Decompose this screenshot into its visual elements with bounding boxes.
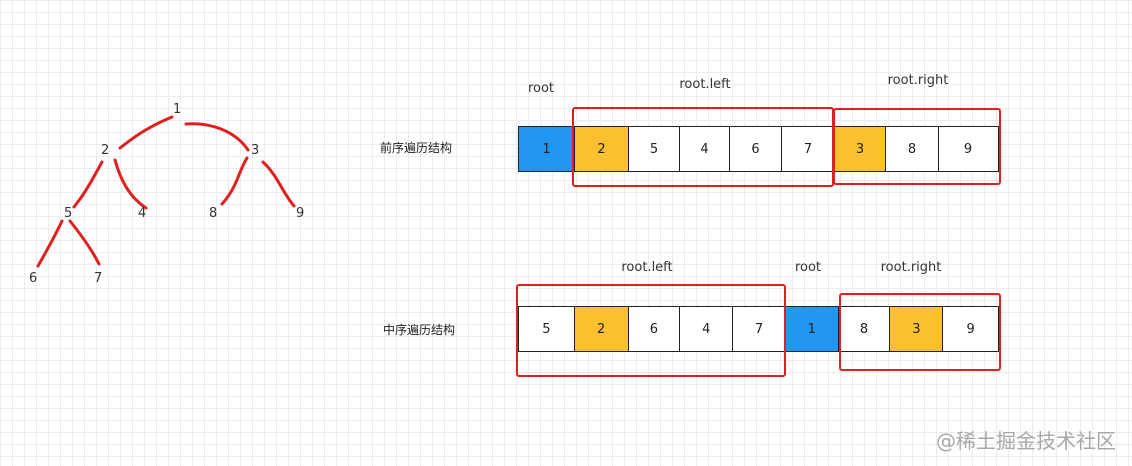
preorder-label: 前序遍历结构 <box>380 141 453 155</box>
inorder-right-label: root.right <box>880 260 942 275</box>
inorder-label: 中序遍历结构 <box>383 323 456 337</box>
tree-node: 7 <box>94 271 102 286</box>
inorder-left-highlight <box>516 284 786 377</box>
tree-node: 2 <box>101 143 109 158</box>
edge-1-2 <box>118 115 174 150</box>
watermark: @稀土掘金技术社区 <box>936 429 1116 453</box>
preorder-cell: 6 <box>729 127 781 171</box>
inorder-cell: 2 <box>573 307 628 351</box>
edge-1-3 <box>184 122 250 152</box>
edge-3-9 <box>261 160 296 208</box>
preorder-cell: 4 <box>679 127 729 171</box>
preorder-cell: 5 <box>628 127 679 171</box>
tree-node: 4 <box>138 206 146 221</box>
preorder-cell: 1 <box>519 127 574 171</box>
tree-node: 5 <box>64 206 72 221</box>
inorder-cell: 4 <box>679 307 733 351</box>
inorder-cell: 1 <box>784 307 838 351</box>
preorder-right-highlight <box>833 108 1001 185</box>
preorder-left-label: root.left <box>679 77 731 92</box>
inorder-cell: 8 <box>837 307 890 351</box>
inorder-cell: 7 <box>732 307 785 351</box>
inorder-cell: 5 <box>519 307 574 351</box>
edge-2-4 <box>113 158 148 210</box>
preorder-cell: 7 <box>781 127 834 171</box>
inorder-cell: 3 <box>889 307 943 351</box>
tree-node: 6 <box>29 271 37 286</box>
edge-3-8 <box>220 156 249 206</box>
preorder-array: 1 2 5 4 6 7 3 8 9 <box>518 126 999 172</box>
preorder-cell: 9 <box>938 127 997 171</box>
tree-node: 3 <box>251 143 259 158</box>
preorder-cell: 8 <box>885 127 938 171</box>
inorder-left-label: root.left <box>621 260 673 275</box>
preorder-left-highlight <box>572 107 834 187</box>
edge-5-7 <box>68 219 101 266</box>
inorder-cell: 9 <box>942 307 998 351</box>
tree-node: 1 <box>173 102 181 117</box>
preorder-root-label: root <box>527 81 555 96</box>
inorder-root-label: root <box>794 260 822 275</box>
preorder-cell: 2 <box>574 127 628 171</box>
tree-node: 8 <box>209 206 217 221</box>
preorder-right-label: root.right <box>887 73 949 88</box>
inorder-right-highlight <box>839 293 1001 371</box>
edge-2-5 <box>72 160 104 209</box>
edge-5-6 <box>36 219 64 268</box>
inorder-array: 5 2 6 4 7 1 8 3 9 <box>518 306 999 352</box>
inorder-cell: 6 <box>627 307 680 351</box>
tree-node: 9 <box>296 206 304 221</box>
